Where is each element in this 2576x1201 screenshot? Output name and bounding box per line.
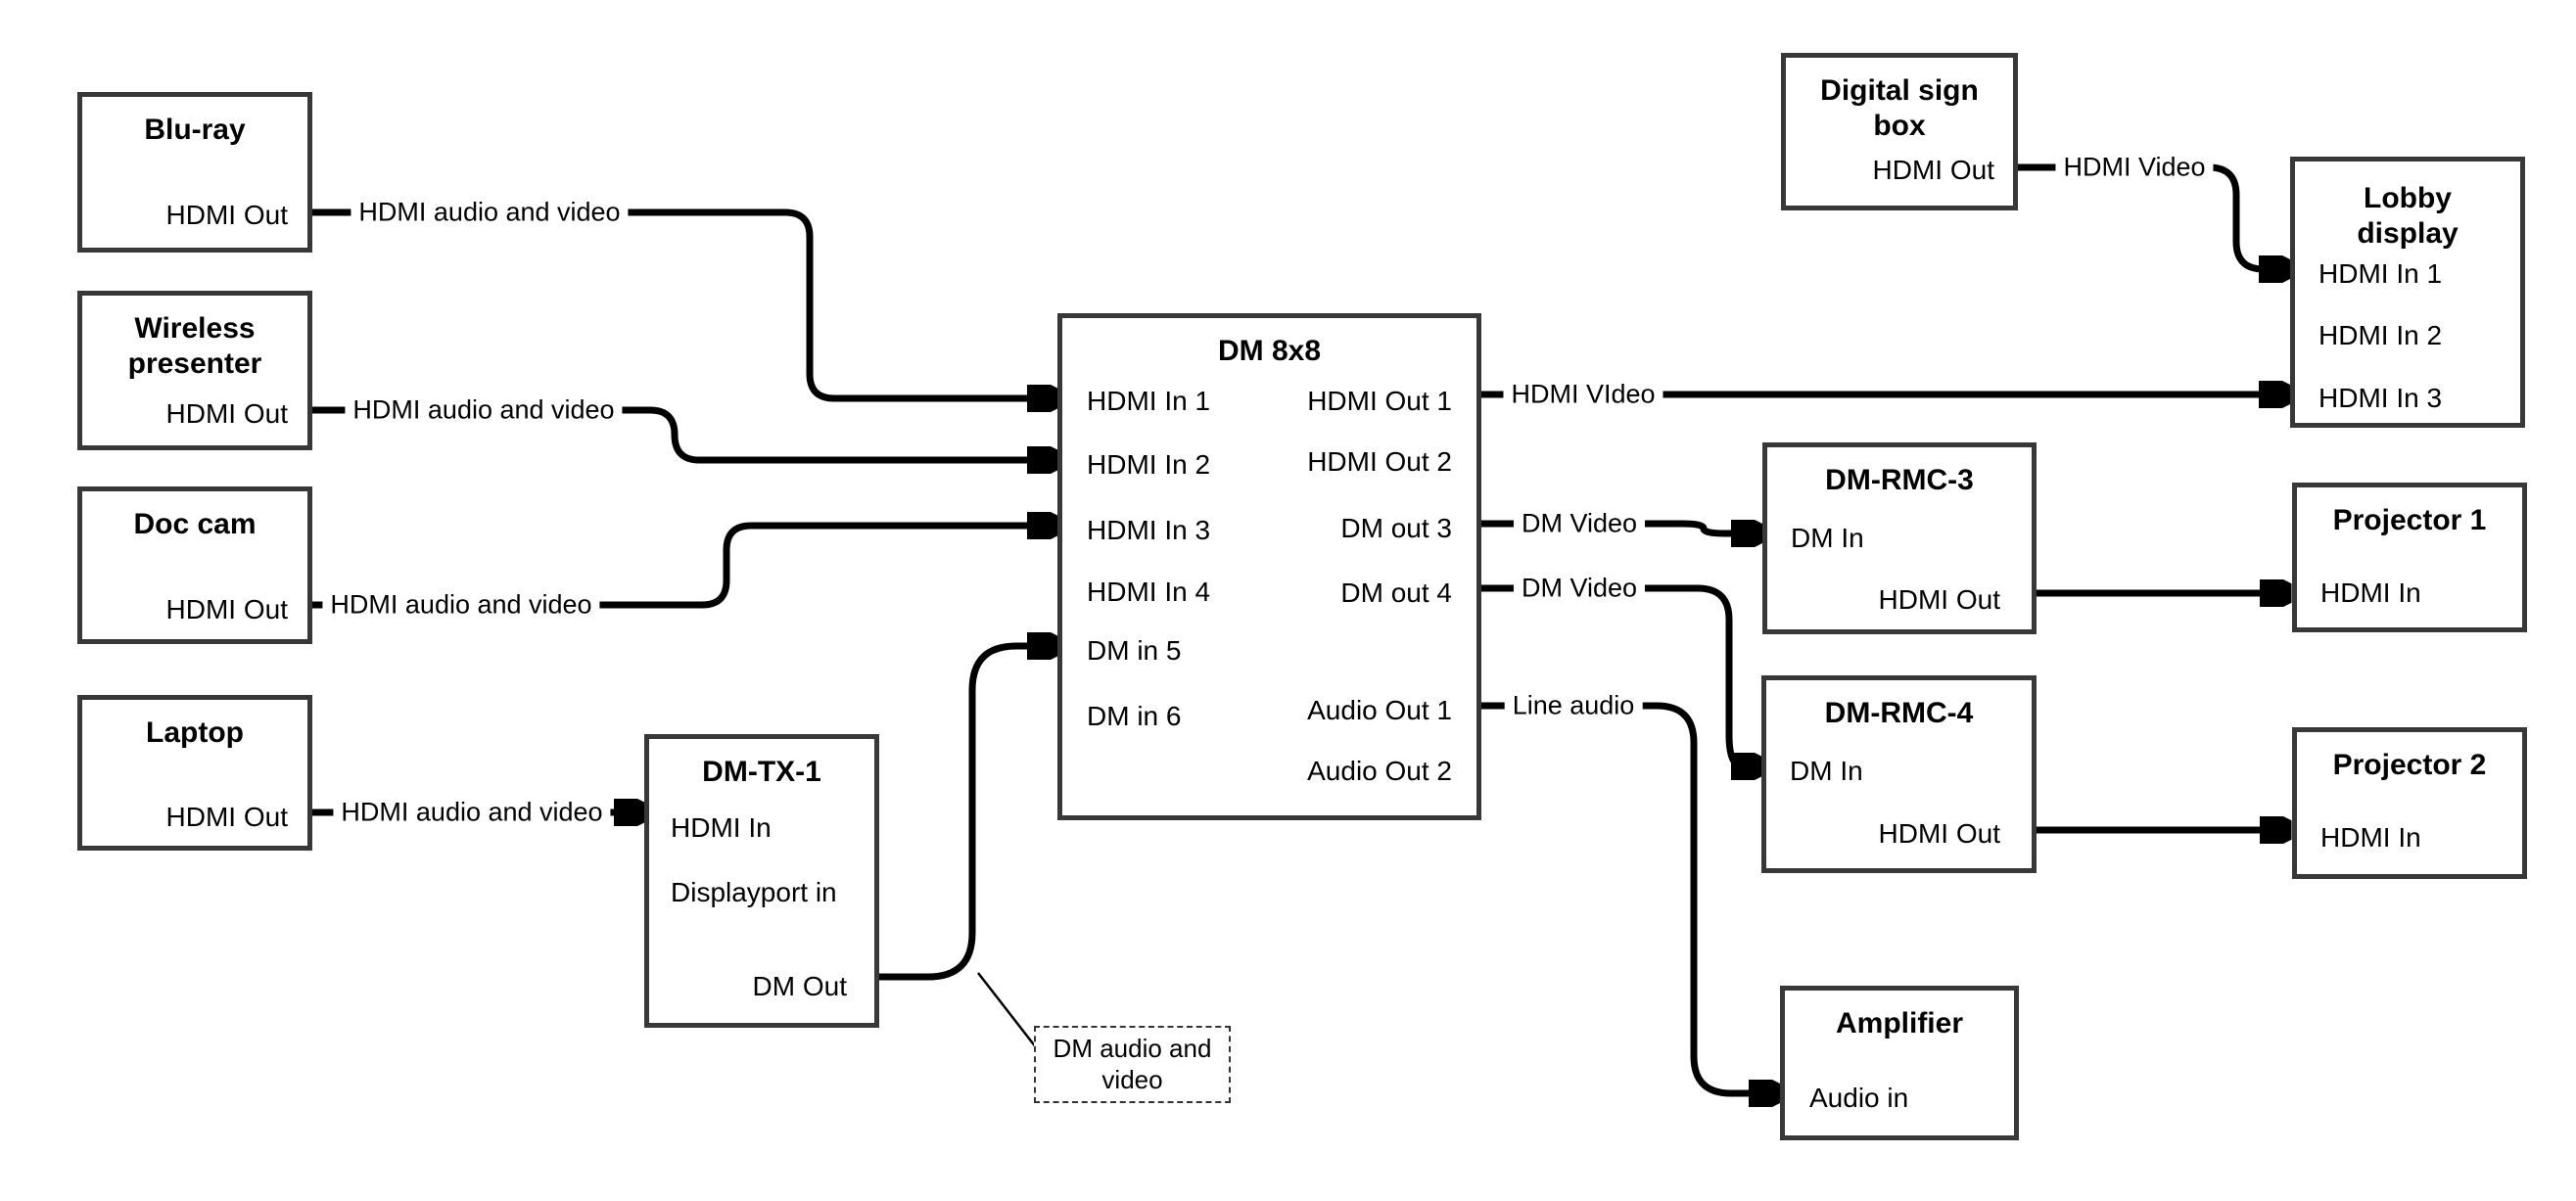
node-title: DM-TX-1 — [702, 756, 821, 788]
node-bluray: Blu-ray HDMI Out — [77, 92, 312, 253]
port-dm8x8-dm-out-4: DM out 4 — [1340, 577, 1452, 608]
port-lobby-hdmi-in-3: HDMI In 3 — [2318, 383, 2443, 413]
node-title: Laptop — [146, 716, 244, 749]
edge-dmtx1-to-dm8x8 — [879, 646, 1053, 981]
port-lobby-hdmi-in-2: HDMI In 2 — [2318, 320, 2443, 350]
edge-bluray-to-dm8x8 — [312, 208, 1053, 398]
node-title: DM-RMC-4 — [1824, 697, 1974, 729]
edge-label-doccam: HDMI audio and video — [322, 587, 600, 623]
port-dm8x8-dm-in-6: DM in 6 — [1087, 701, 1182, 731]
port-dm8x8-dm-out-3: DM out 3 — [1340, 513, 1452, 543]
port-lobby-hdmi-in-1: HDMI In 1 — [2318, 258, 2443, 289]
port-rmc3-dm-in: DM In — [1791, 523, 1864, 553]
edge-doccam-to-dm8x8 — [312, 526, 1053, 609]
port-dm8x8-dm-in-5: DM in 5 — [1087, 635, 1182, 666]
port-dm8x8-audio-out-2: Audio Out 2 — [1307, 756, 1452, 786]
node-title: DM-RMC-3 — [1825, 464, 1974, 496]
port-dm8x8-hdmi-in-4: HDMI In 4 — [1087, 577, 1211, 607]
edge-label-digisign-hdmi-video: HDMI Video — [2055, 150, 2214, 185]
edge-digisign-to-lobby — [2018, 163, 2284, 269]
edge-wireless-to-dm8x8 — [312, 406, 1053, 460]
edge-label-line-audio: Line audio — [1504, 688, 1643, 723]
port-digisign-hdmi-out: HDMI Out — [1872, 155, 1994, 185]
node-doc-cam: Doc cam HDMI Out — [77, 486, 312, 644]
edge-label-hdmi-video-out1: HDMI VIdeo — [1503, 377, 1663, 412]
port-amp-audio-in: Audio in — [1809, 1083, 1909, 1113]
node-title: Amplifier — [1835, 1007, 1964, 1039]
node-title: Lobby display — [2357, 182, 2459, 250]
node-title: DM 8x8 — [1217, 335, 1322, 367]
edge-label-wireless: HDMI audio and video — [345, 393, 623, 428]
node-digital-sign-box: Digital sign box HDMI Out — [1781, 53, 2018, 210]
port-dm8x8-hdmi-out-2: HDMI Out 2 — [1307, 446, 1452, 477]
port-dm8x8-hdmi-out-1: HDMI Out 1 — [1307, 386, 1452, 416]
node-projector-1: Projector 1 HDMI In — [2292, 483, 2527, 632]
port-dm8x8-hdmi-in-2: HDMI In 2 — [1087, 449, 1211, 480]
port-bluray-hdmi-out: HDMI Out — [165, 200, 288, 230]
port-proj1-hdmi-in: HDMI In — [2320, 577, 2421, 608]
port-wireless-hdmi-out: HDMI Out — [165, 398, 288, 429]
port-doccam-hdmi-out: HDMI Out — [165, 594, 288, 624]
node-title: Wireless presenter — [127, 312, 262, 380]
edge-label-bluray: HDMI audio and video — [351, 195, 629, 230]
node-title: Digital sign box — [1820, 74, 1979, 142]
node-title: Blu-ray — [144, 114, 246, 146]
node-dm-rmc-4: DM-RMC-4 DM In HDMI Out — [1761, 675, 2037, 873]
edge-dmout4-to-rmc4 — [1481, 584, 1756, 766]
port-dmtx1-displayport-in: Displayport in — [671, 877, 837, 907]
port-rmc4-hdmi-out: HDMI Out — [1878, 818, 2000, 849]
edge-label-laptop: HDMI audio and video — [333, 795, 611, 830]
node-projector-2: Projector 2 HDMI In — [2292, 727, 2527, 879]
port-proj2-hdmi-in: HDMI In — [2320, 822, 2421, 853]
node-laptop: Laptop HDMI Out — [77, 695, 312, 851]
node-title: Projector 2 — [2332, 749, 2487, 781]
edge-label-dm-video-3: DM Video — [1513, 506, 1646, 541]
port-dmtx1-dm-out: DM Out — [752, 971, 847, 1001]
node-lobby-display: Lobby display HDMI In 1 HDMI In 2 HDMI I… — [2290, 157, 2525, 428]
node-wireless-presenter: Wireless presenter HDMI Out — [77, 291, 312, 450]
node-title: Projector 1 — [2332, 504, 2487, 536]
node-dm-8x8: DM 8x8 HDMI In 1 HDMI In 2 HDMI In 3 HDM… — [1057, 313, 1481, 820]
edge-dmout3-to-rmc3 — [1481, 524, 1756, 533]
edge-label-dm-video-4: DM Video — [1513, 571, 1646, 606]
port-rmc3-hdmi-out: HDMI Out — [1878, 584, 2000, 615]
edge-audioout1-to-amp — [1481, 702, 1774, 1093]
port-laptop-hdmi-out: HDMI Out — [165, 802, 288, 832]
port-rmc4-dm-in: DM In — [1790, 756, 1863, 786]
port-dm8x8-audio-out-1: Audio Out 1 — [1307, 695, 1452, 725]
node-amplifier: Amplifier Audio in — [1780, 986, 2019, 1140]
port-dm8x8-hdmi-in-3: HDMI In 3 — [1087, 515, 1211, 545]
node-dm-tx-1: DM-TX-1 HDMI In Displayport in DM Out — [644, 734, 879, 1028]
note-leader-line — [977, 972, 1037, 1048]
port-dm8x8-hdmi-in-1: HDMI In 1 — [1087, 386, 1211, 416]
node-dm-rmc-3: DM-RMC-3 DM In HDMI Out — [1762, 442, 2037, 634]
node-title: Doc cam — [133, 508, 257, 540]
note-dm-audio-and-video: DM audio and video — [1034, 1026, 1231, 1103]
port-dmtx1-hdmi-in: HDMI In — [671, 812, 772, 843]
